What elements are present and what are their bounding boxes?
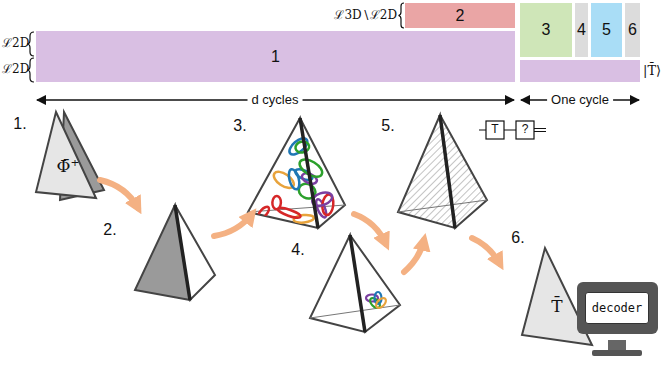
classical-wire — [534, 128, 546, 129]
screen-text: decoder — [585, 292, 650, 324]
front-edge — [440, 115, 455, 228]
error-loops — [366, 292, 388, 310]
decoder-monitor: decoder — [577, 282, 658, 334]
bar-number: 5 — [602, 21, 611, 39]
state-symbol: Φ̄⁺ — [57, 157, 80, 176]
space-label: ℒ2D — [2, 63, 29, 76]
bar-number: 2 — [456, 7, 465, 25]
back-edge — [310, 305, 400, 318]
purple-strip — [520, 60, 640, 82]
measure-box — [516, 121, 534, 139]
step-arrow — [100, 180, 138, 208]
step-number: 2. — [103, 221, 116, 239]
cycle-bar: 6 — [625, 3, 640, 57]
space-label: ℒ2D — [2, 37, 29, 50]
hatched-face — [440, 115, 487, 228]
error-loop — [277, 206, 301, 220]
gate-label: ? — [522, 123, 529, 136]
cycle-bar: 2 — [405, 3, 515, 28]
error-loops — [256, 135, 341, 223]
front-edge — [175, 205, 190, 300]
brace — [399, 3, 405, 28]
state-label: |T̄⟩ — [643, 64, 661, 78]
step-number: 6. — [511, 229, 524, 247]
step-number: 5. — [381, 117, 394, 135]
state-symbol: T̄ — [551, 297, 562, 316]
white-face — [175, 205, 215, 300]
bar-number: 4 — [577, 21, 586, 39]
error-loop — [256, 205, 271, 220]
step-arrow — [472, 238, 500, 264]
span-label: d cycles — [248, 93, 303, 107]
step-arrow — [214, 214, 252, 236]
step-number: 3. — [233, 117, 246, 135]
monitor-base — [592, 350, 642, 356]
front-triangle — [36, 112, 96, 198]
error-loop — [287, 168, 301, 190]
back-edge — [398, 200, 487, 212]
step-arrow — [404, 240, 424, 272]
cycle-bar: 4 — [575, 3, 588, 57]
error-loop — [319, 137, 341, 156]
bar-number: 1 — [271, 48, 280, 66]
front-edge — [300, 118, 318, 228]
gate-label: T — [491, 123, 498, 136]
bar-number: 6 — [628, 21, 637, 39]
bar-number: 3 — [542, 21, 551, 39]
cycle-bar: 3 — [520, 3, 572, 57]
cycle-bar: 1 — [36, 31, 515, 82]
step-number: 4. — [291, 241, 304, 259]
error-loop — [374, 296, 387, 309]
classical-wire — [534, 131, 546, 132]
cycle-bar: 5 — [591, 3, 622, 57]
step-arrow — [354, 214, 386, 244]
t-gate-box — [486, 121, 504, 139]
space-label: ℒ3D∖ℒ2D — [334, 9, 397, 22]
front-edge — [350, 235, 365, 332]
monitor-neck — [608, 340, 626, 350]
tetra-face — [350, 235, 400, 332]
step-number: 1. — [13, 115, 26, 133]
span-label: One cycle — [547, 93, 613, 107]
